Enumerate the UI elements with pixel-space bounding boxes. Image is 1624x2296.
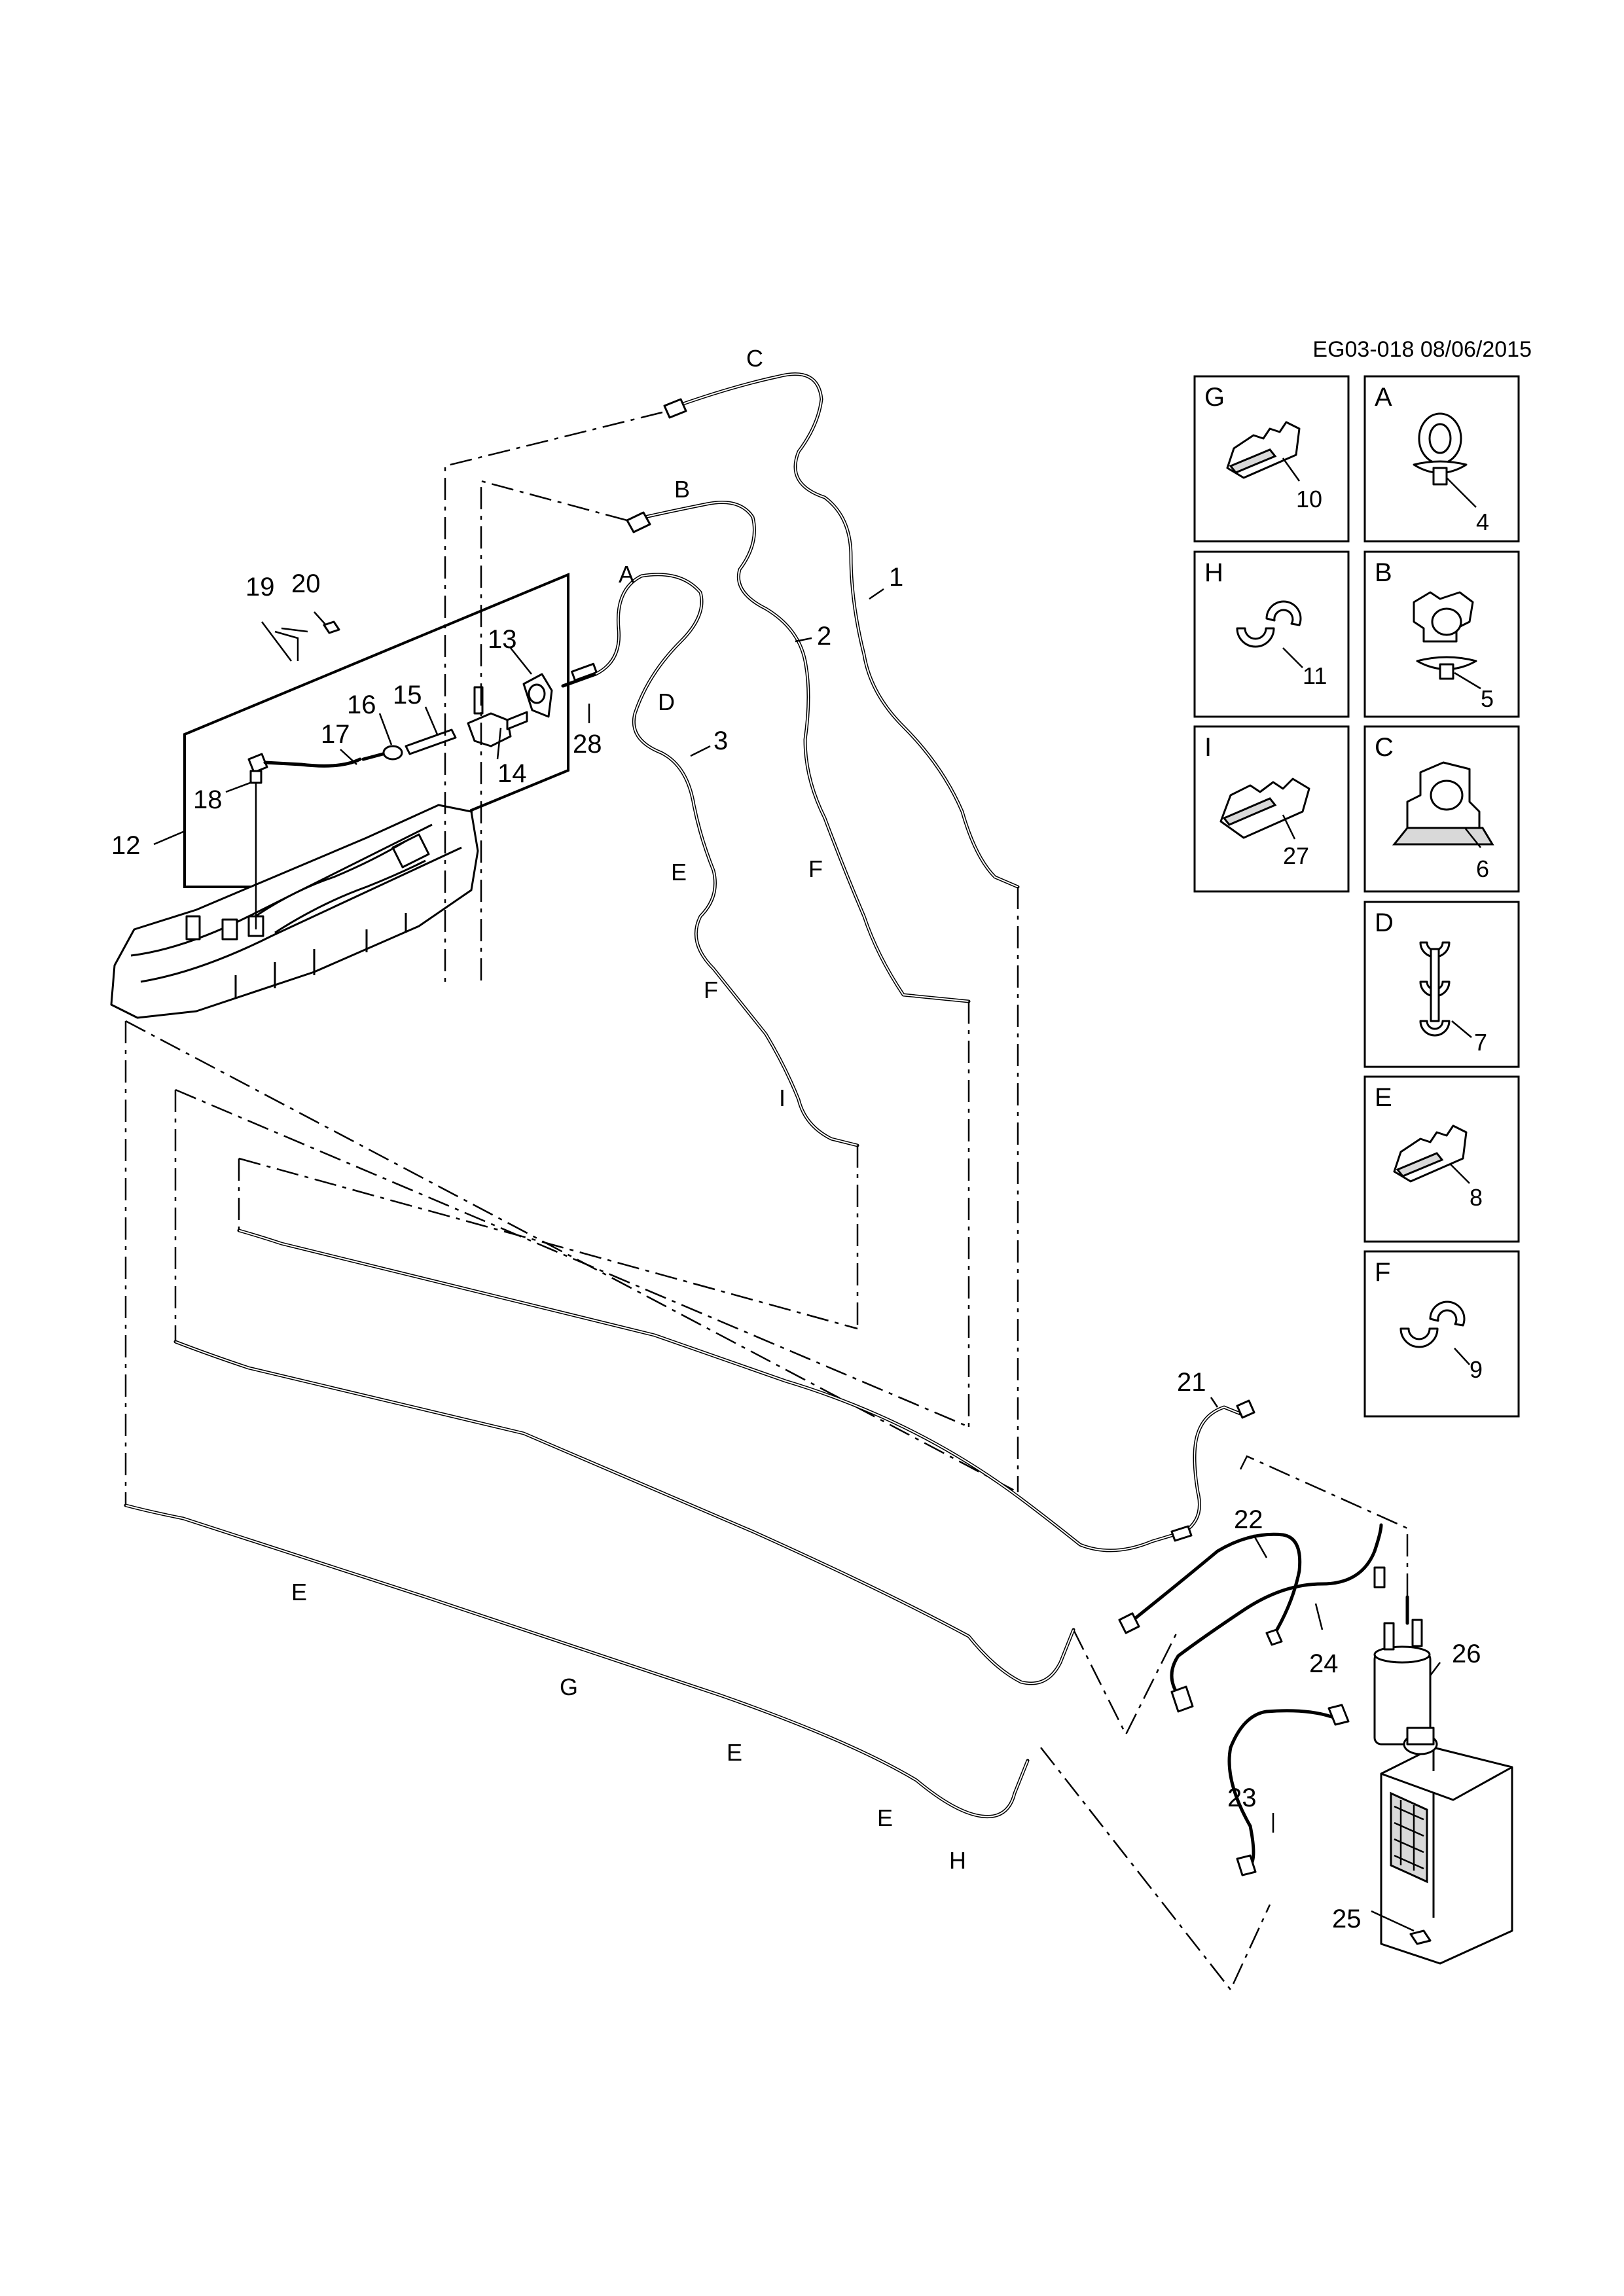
svg-text:11: 11 xyxy=(1303,662,1327,689)
marker-e4: E xyxy=(877,1804,893,1831)
marker-e2: E xyxy=(291,1579,307,1605)
clip-e-icon xyxy=(1393,1124,1468,1183)
callout-21: 21 xyxy=(1177,1368,1206,1397)
svg-text:8: 8 xyxy=(1470,1184,1483,1211)
callout-13: 13 xyxy=(488,625,517,654)
callout-18: 18 xyxy=(193,785,223,814)
callout-23: 23 xyxy=(1227,1784,1257,1812)
legend-box-g: G 10 xyxy=(1193,375,1350,543)
callout-28: 28 xyxy=(573,730,602,759)
end-fitting-c xyxy=(663,398,687,419)
callout-24: 24 xyxy=(1309,1649,1339,1678)
legend-box-i: I 27 xyxy=(1193,725,1350,893)
svg-text:D: D xyxy=(1375,908,1394,937)
callout-20: 20 xyxy=(291,569,321,598)
legend-box-c: C 6 xyxy=(1363,725,1520,893)
marker-h: H xyxy=(949,1847,966,1874)
pipe-22 xyxy=(1118,1532,1302,1646)
hose-15 xyxy=(405,728,457,755)
bolt-20 xyxy=(323,620,340,634)
svg-text:H: H xyxy=(1204,558,1223,587)
svg-text:7: 7 xyxy=(1474,1029,1487,1056)
callout-1: 1 xyxy=(889,563,903,592)
svg-text:A: A xyxy=(1375,383,1392,412)
callout-16: 16 xyxy=(347,691,376,719)
callout-2: 2 xyxy=(817,622,831,651)
marker-e3: E xyxy=(727,1739,742,1766)
clip-i-icon xyxy=(1219,778,1310,839)
fitting-16 xyxy=(361,745,403,761)
pipe-23 xyxy=(1227,1704,1350,1876)
svg-text:6: 6 xyxy=(1476,855,1489,882)
filter-26 xyxy=(1373,1595,1432,1746)
svg-text:10: 10 xyxy=(1296,486,1322,512)
clip-a-icon xyxy=(1413,412,1468,486)
svg-text:F: F xyxy=(1375,1258,1390,1287)
purge-valve-14 xyxy=(467,686,528,747)
callout-labels: 1 2 3 12 13 14 15 16 17 18 19 20 21 22 2… xyxy=(111,563,1481,1933)
callout-12: 12 xyxy=(111,831,141,860)
bracket-19 xyxy=(274,627,308,661)
svg-text:C: C xyxy=(1375,733,1394,762)
svg-text:E: E xyxy=(1375,1083,1392,1112)
legend-box-b: B 5 xyxy=(1363,550,1520,718)
svg-text:9: 9 xyxy=(1470,1356,1483,1383)
engine-inset xyxy=(110,573,590,1019)
quick-connector-18 xyxy=(247,753,268,929)
callout-15: 15 xyxy=(393,681,422,709)
pipe-21 xyxy=(1170,1399,1255,1542)
diagram-code: EG03-018 08/06/2015 xyxy=(1312,337,1532,362)
marker-e1: E xyxy=(671,859,687,886)
svg-text:27: 27 xyxy=(1283,842,1309,869)
legend-box-e: E 8 xyxy=(1363,1075,1520,1243)
clip-c-icon xyxy=(1392,761,1494,846)
marker-g: G xyxy=(560,1674,578,1700)
marker-f2: F xyxy=(704,977,718,1003)
clip-g-icon xyxy=(1226,421,1301,479)
pipe-24 xyxy=(1170,1523,1386,1713)
callout-26: 26 xyxy=(1452,1640,1481,1668)
svg-text:B: B xyxy=(1375,558,1392,587)
callout-19: 19 xyxy=(245,573,275,601)
svg-text:4: 4 xyxy=(1476,509,1489,535)
clip-h-icon xyxy=(1236,600,1302,648)
callout-22: 22 xyxy=(1234,1505,1263,1534)
callout-14: 14 xyxy=(497,759,527,788)
callout-17: 17 xyxy=(321,720,350,749)
inset-frame xyxy=(183,573,569,888)
evap-canister-25 xyxy=(1380,1727,1513,1965)
svg-text:G: G xyxy=(1204,383,1225,412)
pipe-2 xyxy=(643,501,971,1003)
legend-panel: G 10 A 4 H xyxy=(1193,375,1520,1418)
callout-3: 3 xyxy=(713,726,728,755)
callout-25: 25 xyxy=(1332,1905,1362,1933)
intake-manifold xyxy=(110,804,479,1019)
marker-c: C xyxy=(746,345,763,372)
clip-d-icon xyxy=(1419,941,1451,1037)
clip-f-icon xyxy=(1399,1300,1466,1348)
long-pipe-upper xyxy=(237,1229,1242,1552)
marker-f1: F xyxy=(808,855,823,882)
long-pipe-lower xyxy=(124,1503,1030,1819)
legend-box-f: F 9 xyxy=(1363,1250,1520,1418)
legend-box-d: D 7 xyxy=(1363,901,1520,1068)
end-fitting-b xyxy=(626,511,651,533)
svg-text:I: I xyxy=(1204,733,1212,762)
marker-i: I xyxy=(779,1085,785,1111)
marker-d: D xyxy=(658,689,675,715)
connector-13 xyxy=(522,673,553,718)
connection-lines xyxy=(124,411,1409,1992)
pipe-1 xyxy=(676,372,1020,889)
marker-a: A xyxy=(619,561,634,588)
clip-markers: C B A D E F F I E G E E H xyxy=(291,345,966,1874)
long-pipe-middle xyxy=(173,1340,1075,1685)
legend-box-h: H 11 xyxy=(1193,550,1350,718)
marker-b: B xyxy=(674,476,690,503)
legend-box-a: A 4 xyxy=(1363,375,1520,543)
clip-b-icon xyxy=(1413,591,1477,680)
svg-text:5: 5 xyxy=(1481,685,1494,712)
